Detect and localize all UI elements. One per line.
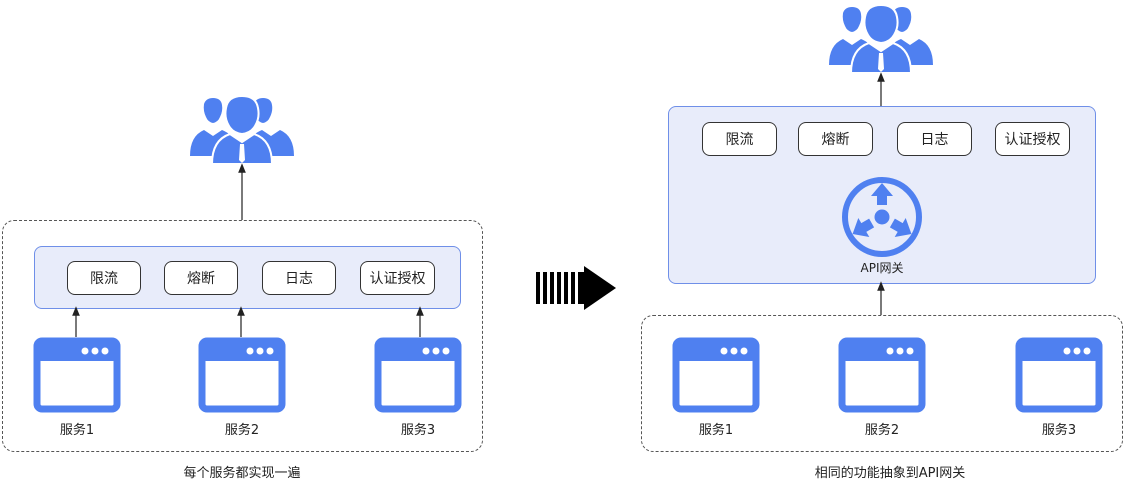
right-feature-logging: 日志 <box>897 122 972 156</box>
right-service-3-label: 服务3 <box>1041 423 1077 438</box>
striped-arrow-icon <box>536 266 616 310</box>
right-service-1-label: 服务1 <box>698 423 734 438</box>
left-services-container <box>2 220 483 452</box>
left-feature-rate-limit: 限流 <box>67 261 141 295</box>
browser-window-icon <box>374 337 462 413</box>
left-feature-circuit-breaker: 熔断 <box>164 261 238 295</box>
browser-window-icon <box>198 337 286 413</box>
left-service-3-label: 服务3 <box>400 423 436 438</box>
right-feature-auth: 认证授权 <box>995 122 1070 156</box>
gateway-label: API网关 <box>860 261 904 275</box>
left-service-2-label: 服务2 <box>224 423 260 438</box>
right-feature-circuit-breaker: 熔断 <box>798 122 873 156</box>
left-feature-auth: 认证授权 <box>360 261 435 295</box>
right-service-2-label: 服务2 <box>864 423 900 438</box>
users-group-icon <box>829 3 933 73</box>
users-group-icon <box>190 94 294 164</box>
right-caption: 相同的功能抽象到API网关 <box>814 466 966 481</box>
browser-window-icon <box>838 337 926 413</box>
right-services-container <box>641 315 1123 452</box>
right-feature-rate-limit: 限流 <box>702 122 777 156</box>
api-gateway-icon <box>842 177 922 257</box>
left-caption: 每个服务都实现一遍 <box>183 466 301 481</box>
browser-window-icon <box>672 337 760 413</box>
left-service-1-label: 服务1 <box>59 423 95 438</box>
browser-window-icon <box>33 337 121 413</box>
left-feature-logging: 日志 <box>262 261 336 295</box>
browser-window-icon <box>1015 337 1103 413</box>
